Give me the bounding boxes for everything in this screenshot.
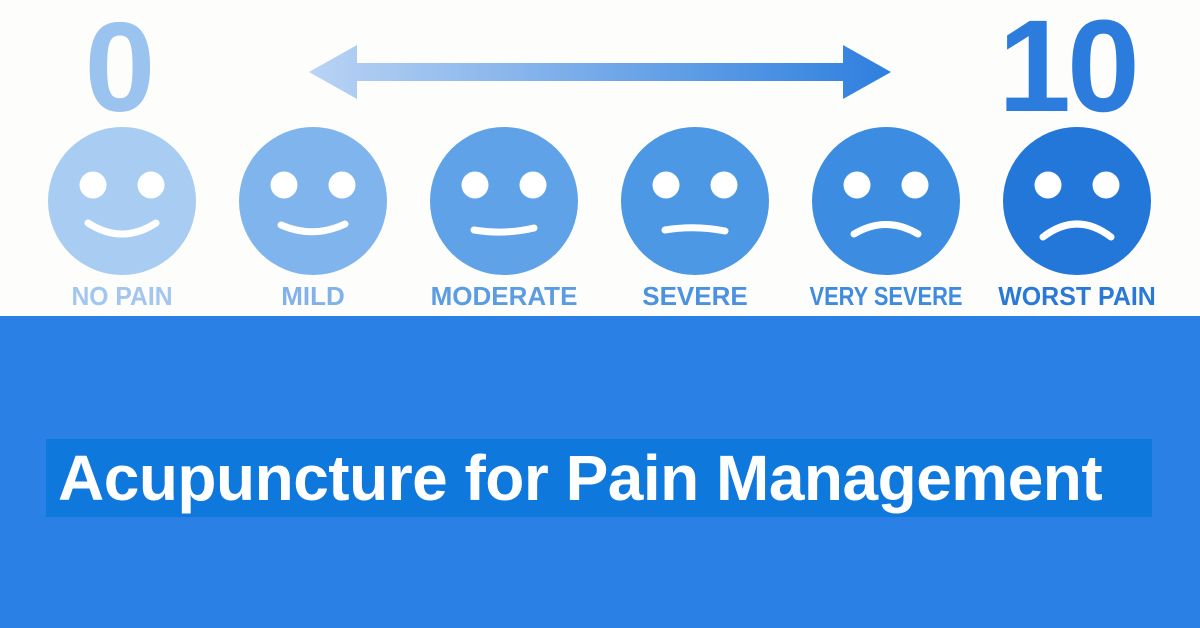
face-icon: [48, 127, 196, 275]
face-icon: [239, 127, 387, 275]
scale-min-number: 0: [84, 0, 156, 138]
pain-face-severe: SEVERE: [621, 127, 769, 317]
face-icon: [1003, 127, 1151, 275]
pain-level-label: WORST PAIN: [998, 281, 1156, 311]
pain-face-worst-pain: WORST PAIN: [998, 127, 1156, 317]
face-icon: [621, 127, 769, 275]
pain-face-moderate: MODERATE: [430, 127, 578, 317]
face-icon: [430, 127, 578, 275]
pain-scale-section: 0 10 NO PAIN MILD: [48, 0, 1156, 317]
pain-face-mild: MILD: [239, 127, 387, 317]
face-icon: [812, 127, 960, 275]
pain-level-label: MODERATE: [430, 281, 578, 311]
double-arrow-icon: [309, 45, 891, 99]
pain-face-very-severe: VERY SEVERE: [810, 127, 962, 317]
pain-level-label: VERY SEVERE: [809, 281, 963, 311]
title-banner: Acupuncture for Pain Management: [0, 316, 1200, 628]
page-title: Acupuncture for Pain Management: [58, 442, 1103, 514]
pain-face-no-pain: NO PAIN: [48, 127, 196, 317]
pain-level-label: MILD: [281, 281, 345, 311]
pain-level-label: SEVERE: [642, 281, 748, 311]
scale-max-number: 10: [998, 0, 1140, 139]
title-highlight-bar: Acupuncture for Pain Management: [46, 439, 1152, 517]
pain-level-label: NO PAIN: [71, 281, 173, 311]
